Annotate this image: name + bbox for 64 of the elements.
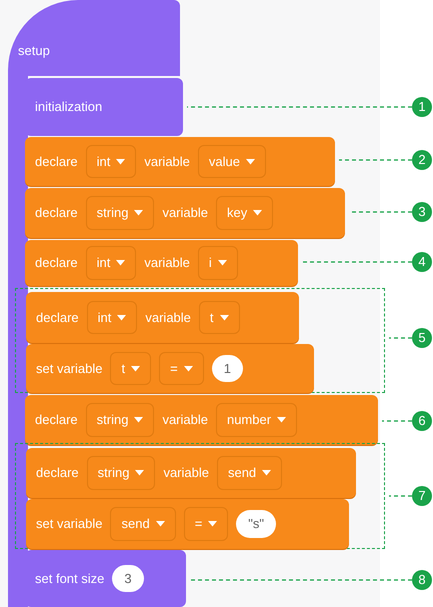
code-block	[25, 137, 335, 186]
code-block	[26, 499, 349, 549]
callout-number: 6	[412, 411, 432, 431]
callout-number: 4	[412, 252, 432, 272]
dropdown: t	[198, 300, 240, 334]
code-block	[25, 395, 378, 445]
leader-line	[302, 261, 412, 263]
block-label: declare	[35, 152, 78, 171]
callout-number: 2	[412, 150, 432, 170]
code-block	[26, 448, 356, 498]
block-label: variable	[162, 411, 208, 430]
leader-line	[389, 337, 412, 339]
dropdown: string	[86, 403, 154, 437]
dropdown: key	[216, 196, 274, 230]
dropdown: value	[198, 144, 266, 178]
value-field: "s"	[236, 510, 276, 538]
leader-line	[190, 579, 412, 581]
dropdown: =	[159, 352, 204, 386]
block-label: variable	[163, 464, 209, 482]
dropdown: int	[86, 300, 138, 334]
callout-number: 7	[412, 486, 432, 506]
block-label: variable	[145, 308, 191, 327]
dropdown: send	[110, 507, 176, 541]
dropdown: int	[86, 246, 136, 280]
code-block	[25, 78, 183, 136]
code-block	[26, 292, 299, 343]
block-label: set variable	[36, 515, 102, 534]
leader-line	[339, 159, 412, 161]
dropdown: send	[216, 456, 282, 490]
block-label: set variable	[36, 360, 102, 378]
leader-line	[382, 420, 412, 422]
callout-number: 1	[412, 97, 432, 117]
callout-number: 8	[412, 570, 432, 590]
block-label: declare	[35, 411, 78, 430]
block-label: setup	[18, 42, 50, 60]
dropdown: number	[216, 403, 298, 437]
dashed-group-box	[15, 288, 385, 393]
dropdown: i	[198, 246, 238, 280]
leader-line	[349, 211, 412, 213]
dropdown: =	[184, 507, 228, 541]
leader-line	[187, 106, 412, 108]
dashed-group-box	[15, 443, 385, 549]
block-label: initialization	[35, 98, 102, 116]
value-field: 1	[212, 354, 243, 382]
block-label: declare	[35, 204, 78, 222]
code-block	[25, 240, 298, 286]
callout-number: 3	[412, 202, 432, 222]
callout-number: 5	[412, 328, 432, 348]
block-label: declare	[36, 464, 79, 482]
dropdown: t	[110, 352, 152, 386]
dropdown: string	[86, 196, 154, 230]
leader-line	[389, 495, 412, 497]
block-label: variable	[144, 254, 190, 272]
dropdown: string	[86, 456, 156, 490]
block-label: declare	[36, 308, 79, 327]
block-label: variable	[162, 204, 208, 222]
block-label: set font size	[35, 570, 104, 588]
block-label: declare	[35, 254, 78, 272]
value-field: 3	[112, 564, 144, 592]
dropdown: int	[86, 144, 136, 178]
code-block	[25, 188, 345, 238]
code-block	[25, 550, 186, 607]
block-label: variable	[144, 152, 190, 171]
code-block	[26, 344, 314, 393]
